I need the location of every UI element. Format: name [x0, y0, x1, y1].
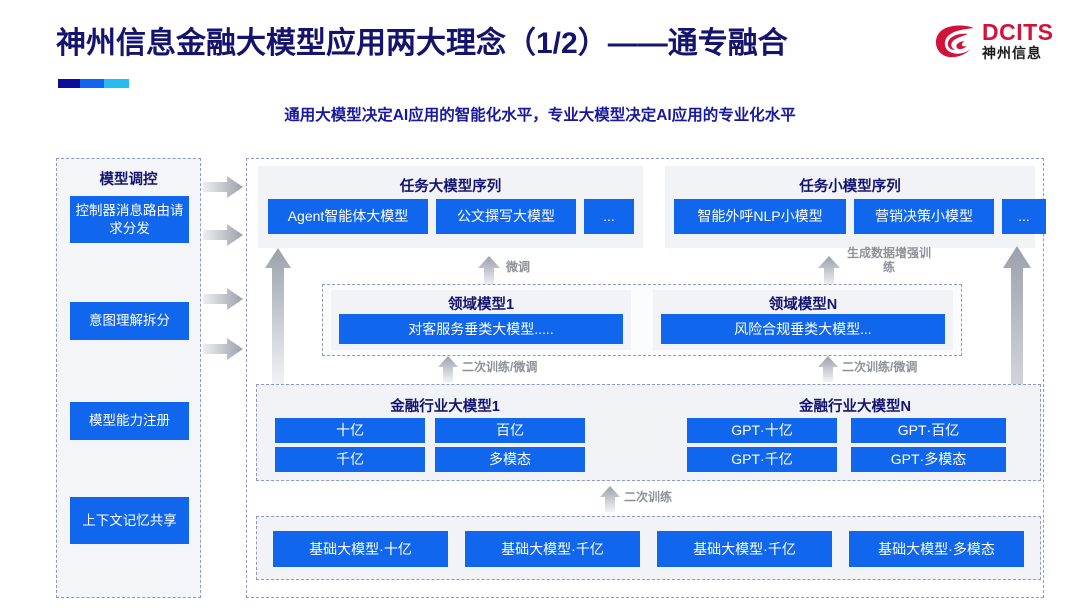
accent-segment-blue — [80, 79, 104, 88]
task-small-model-item-1[interactable]: 智能外呼NLP小模型 — [674, 199, 846, 234]
page-header: 神州信息金融大模型应用两大理念（1/2）——通专融合 通用大模型决定AI应用的智… — [0, 0, 1080, 138]
arrow-up-finetune-icon — [478, 256, 500, 286]
arrow-right-3-icon — [203, 288, 243, 310]
dcits-swoosh-icon — [935, 25, 974, 58]
sidebar-item-intent-parsing[interactable]: 意图理解拆分 — [70, 302, 189, 340]
company-logo: DCITS 神州信息 — [934, 18, 1062, 72]
caption-retrain-finetune-1: 二次训练/微调 — [462, 360, 538, 374]
sidebar-item-controller-dispatch[interactable]: 控制器消息路由请求分发 — [70, 196, 189, 243]
task-small-model-item-2[interactable]: 营销决策小模型 — [854, 199, 994, 234]
domain-model-1-item[interactable]: 对客服务垂类大模型..... — [339, 314, 623, 344]
arrow-up-data-augment-icon — [818, 256, 840, 286]
domain-models-container: 领域模型1 对客服务垂类大模型..... 领域模型N 风险合规垂类大模型... — [322, 284, 962, 356]
sidebar-item-capability-registry[interactable]: 模型能力注册 — [70, 402, 189, 440]
diagram-canvas: 模型调控 控制器消息路由请求分发 意图理解拆分 模型能力注册 上下文记忆共享 任… — [0, 138, 1080, 608]
accent-segment-navy — [58, 79, 80, 88]
sidebar-item-context-memory[interactable]: 上下文记忆共享 — [70, 497, 189, 544]
sidebar-title: 模型调控 — [99, 172, 158, 188]
foundation-model-item-1[interactable]: 基础大模型·十亿 — [273, 531, 448, 567]
arrow-up-retrain-1-icon — [438, 356, 458, 382]
foundation-models-container: 基础大模型·十亿 基础大模型·千亿 基础大模型·千亿 基础大模型·多模态 — [256, 516, 1041, 580]
panel-task-small-model: 任务小模型序列 智能外呼NLP小模型 营销决策小模型 ... — [665, 166, 1046, 248]
panel-task-large-model-title: 任务大模型序列 — [399, 179, 502, 195]
industry-model-1-item-3[interactable]: 千亿 — [275, 447, 425, 472]
logo-text-cn: 神州信息 — [982, 45, 1042, 61]
arrow-right-4-icon — [203, 338, 243, 360]
industry-model-n-item-3[interactable]: GPT·千亿 — [687, 447, 837, 472]
caption-finetune: 微调 — [506, 260, 531, 274]
caption-retrain-finetune-2: 二次训练/微调 — [842, 360, 918, 374]
foundation-model-item-4[interactable]: 基础大模型·多模态 — [849, 531, 1024, 567]
panel-industry-model-n-title: 金融行业大模型N — [799, 399, 911, 415]
industry-model-n-item-1[interactable]: GPT·十亿 — [687, 418, 837, 443]
industry-model-1-item-1[interactable]: 十亿 — [275, 418, 425, 443]
foundation-model-item-3[interactable]: 基础大模型·千亿 — [657, 531, 832, 567]
task-large-model-item-3[interactable]: ... — [584, 199, 634, 234]
logo-wordmark: DCITS 神州信息 — [982, 20, 1054, 62]
accent-segment-cyan — [104, 79, 129, 88]
task-large-model-item-2[interactable]: 公文撰写大模型 — [436, 199, 576, 234]
panel-domain-model-n-title: 领域模型N — [768, 297, 838, 313]
sidebar-model-control: 模型调控 控制器消息路由请求分发 意图理解拆分 模型能力注册 上下文记忆共享 — [56, 158, 201, 598]
panel-domain-model-1: 领域模型1 对客服务垂类大模型..... — [331, 290, 631, 350]
arrow-up-tall-left-icon — [265, 248, 291, 385]
panel-task-small-model-title: 任务小模型序列 — [799, 179, 901, 195]
industry-models-container: 金融行业大模型1 十亿 百亿 千亿 多模态 金融行业大模型N GPT·十亿 GP… — [256, 384, 1041, 481]
arrow-up-tall-right-icon — [1003, 246, 1031, 468]
page-title: 神州信息金融大模型应用两大理念（1/2）——通专融合 — [56, 27, 788, 60]
foundation-model-item-2[interactable]: 基础大模型·千亿 — [465, 531, 640, 567]
domain-model-n-item[interactable]: 风险合规垂类大模型... — [661, 314, 945, 344]
panel-industry-model-1-title: 金融行业大模型1 — [390, 399, 500, 415]
panel-domain-model-1-title: 领域模型1 — [447, 297, 515, 313]
industry-model-n-item-4[interactable]: GPT·多模态 — [851, 447, 1006, 472]
panel-domain-model-n: 领域模型N 风险合规垂类大模型... — [653, 290, 953, 350]
task-large-model-item-1[interactable]: Agent智能体大模型 — [268, 199, 428, 234]
task-small-model-item-3[interactable]: ... — [1002, 199, 1046, 234]
title-accent-bar — [58, 79, 129, 88]
arrow-right-1-icon — [203, 176, 243, 198]
panel-task-large-model: 任务大模型序列 Agent智能体大模型 公文撰写大模型 ... — [258, 166, 643, 248]
caption-data-augment: 生成数据增强训练 — [846, 246, 931, 274]
industry-model-n-item-2[interactable]: GPT·百亿 — [851, 418, 1006, 443]
logo-text-en: DCITS — [982, 19, 1054, 45]
caption-retrain: 二次训练 — [624, 490, 673, 504]
arrow-right-2-icon — [203, 224, 243, 246]
model-stack-container — [246, 158, 1044, 598]
arrow-up-retrain-icon — [600, 486, 620, 512]
industry-model-1-item-4[interactable]: 多模态 — [435, 447, 585, 472]
page-subtitle: 通用大模型决定AI应用的智能化水平，专业大模型决定AI应用的专业化水平 — [284, 107, 796, 124]
industry-model-1-item-2[interactable]: 百亿 — [435, 418, 585, 443]
arrow-up-retrain-2-icon — [818, 356, 838, 382]
